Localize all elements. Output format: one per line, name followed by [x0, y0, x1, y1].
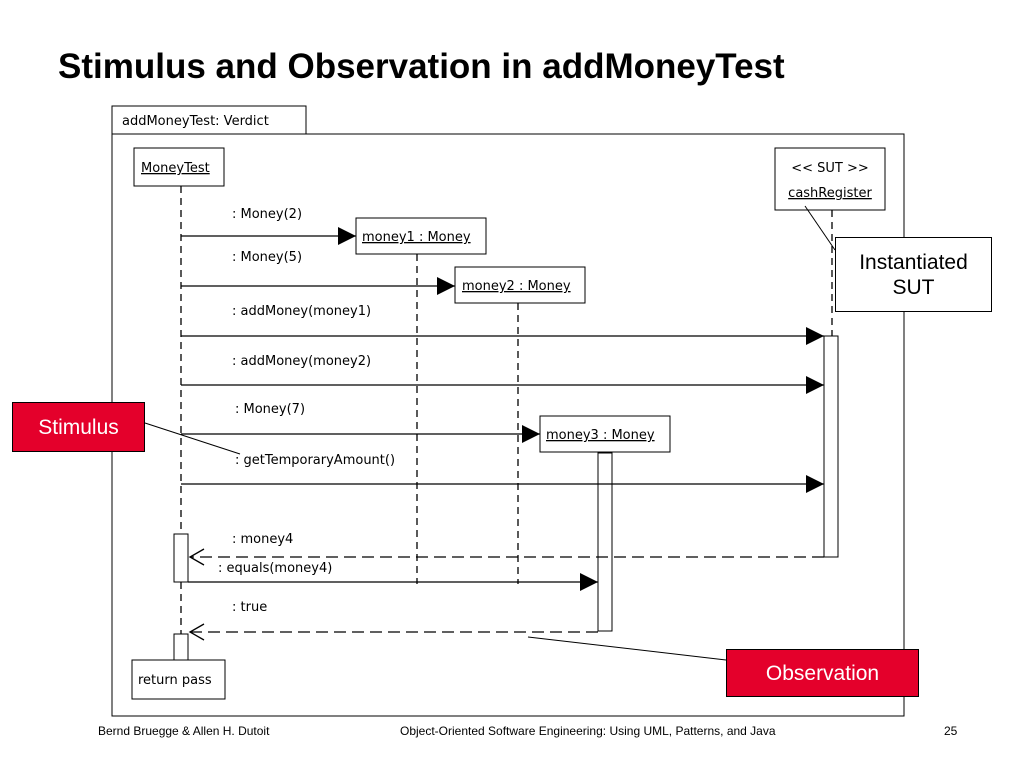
object-money3-label: money3 : Money	[546, 428, 655, 443]
message-label: : Money(7)	[235, 402, 305, 417]
return-arrow-money4-head	[188, 548, 205, 566]
object-money3	[539, 415, 671, 453]
object-money2	[454, 266, 586, 304]
observation-callout-pointer	[527, 636, 727, 661]
footer-authors: Bernd Bruegge & Allen H. Dutoit	[98, 724, 270, 738]
object-return-pass	[131, 659, 226, 700]
object-cashregister	[774, 147, 886, 211]
activation-moneytest-1	[173, 533, 189, 583]
observation-callout: Observation	[726, 649, 919, 697]
instantiated-sut-callout-line2: SUT	[892, 275, 935, 299]
footer-course-title: Object-Oriented Software Engineering: Us…	[400, 724, 776, 738]
object-return-pass-label: return pass	[138, 673, 212, 688]
object-cashregister-label: cashRegister	[788, 186, 872, 201]
slide-title: Stimulus and Observation in addMoneyTest	[58, 47, 785, 86]
message-label: : getTemporaryAmount()	[235, 453, 395, 468]
object-cashregister-stereotype: << SUT >>	[791, 161, 869, 176]
message-label: : addMoney(money2)	[232, 354, 371, 369]
message-label: : equals(money4)	[218, 561, 332, 576]
message-label: : addMoney(money1)	[232, 304, 371, 319]
object-money2-label: money2 : Money	[462, 279, 571, 294]
stimulus-callout-pointer	[144, 422, 241, 455]
stimulus-callout: Stimulus	[12, 402, 145, 452]
return-arrow-true-head	[188, 623, 205, 641]
instantiated-sut-callout-line1: Instantiated	[859, 250, 968, 274]
message-label: : Money(2)	[232, 207, 302, 222]
activation-moneytest-2	[173, 633, 189, 661]
activation-money3	[597, 452, 613, 632]
instantiated-sut-callout: Instantiated SUT	[835, 237, 992, 312]
message-label: : true	[232, 600, 267, 615]
footer-page-number: 25	[944, 724, 958, 738]
activation-cashregister	[823, 335, 839, 558]
frame-label: addMoneyTest: Verdict	[122, 114, 269, 129]
object-money1-label: money1 : Money	[362, 230, 471, 245]
message-label: : money4	[232, 532, 293, 547]
diagram-frame	[111, 133, 905, 717]
frame-tab	[111, 105, 307, 135]
sut-callout-pointer	[804, 205, 836, 251]
message-label: : Money(5)	[232, 250, 302, 265]
object-moneytest	[133, 147, 225, 187]
object-moneytest-label: MoneyTest	[141, 161, 210, 176]
